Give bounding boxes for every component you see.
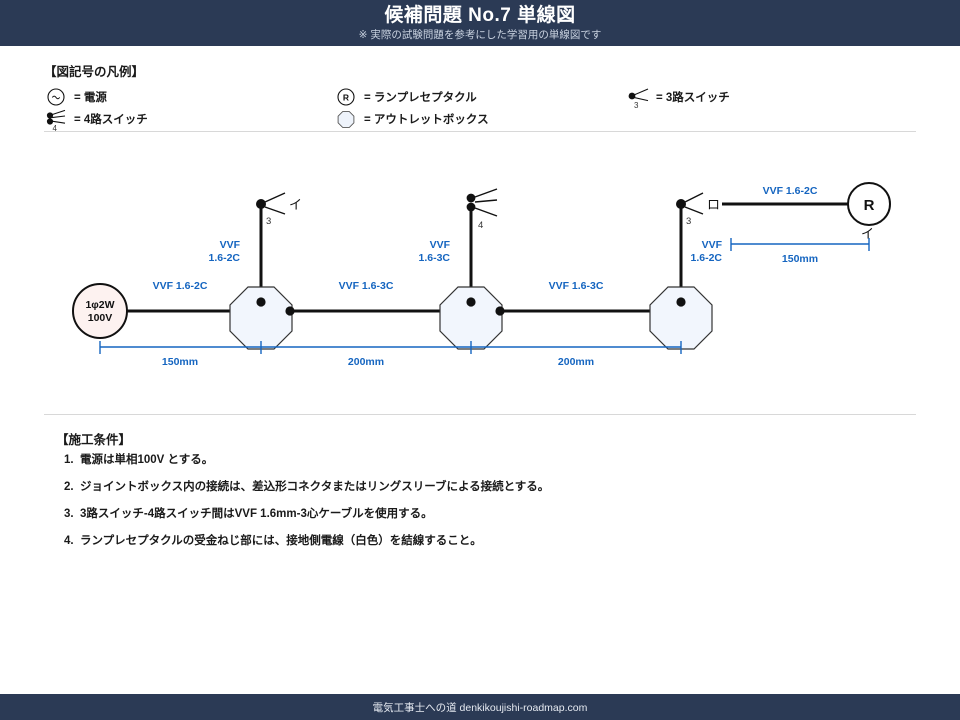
cable-label-jb1-jb2: VVF 1.6-3C xyxy=(339,280,394,292)
switch-3way-right: 3 ロ xyxy=(676,192,720,227)
conditions-list: 1. 電源は単相100V とする。 2. ジョイントボックス内の接続は、差込形コネク… xyxy=(64,453,549,561)
condition-text: 電源は単相100V とする。 xyxy=(80,454,214,466)
legend-label: = 3路スイッチ xyxy=(656,92,730,104)
cable-label-jb2-jb3: VVF 1.6-3C xyxy=(549,280,604,292)
condition-text: ランプレセプタクルの受金ねじ部には、接地側電線（白色）を結線すること。 xyxy=(80,535,482,547)
legend-title: 【図記号の凡例】 xyxy=(44,65,145,79)
junction-box-1 xyxy=(229,286,295,350)
single-line-diagram: 1φ2W 100V 3 xyxy=(0,132,960,410)
condition-item: 1. 電源は単相100V とする。 xyxy=(64,453,549,468)
legend-label: = ランプレセプタクル xyxy=(364,92,477,104)
switch-pole-label: 3 xyxy=(266,216,271,227)
legend-section: 【図記号の凡例】 = 電源 4 xyxy=(0,46,960,133)
node-dot xyxy=(495,306,505,316)
page-footer: 電気工事士への道 denkikoujishi-roadmap.com xyxy=(0,694,960,720)
lamp-receptacle-symbol: R イ xyxy=(847,182,891,241)
dimension-label-seg3: 200mm xyxy=(558,356,594,368)
cable-label-jb2-sw2-line1: VVF xyxy=(430,239,451,251)
dimension-label-branch: 150mm xyxy=(782,253,818,265)
cable-label-jb3-sw3-line2: 1.6-2C xyxy=(690,252,722,264)
svg-text:4: 4 xyxy=(53,124,58,133)
condition-item: 2. ジョイントボックス内の接続は、差込形コネクタまたはリングスリーブによる接続と… xyxy=(64,480,549,495)
conditions-title: 【施工条件】 xyxy=(56,433,132,447)
junction-box-2 xyxy=(439,286,505,350)
condition-text: 3路スイッチ-4路スイッチ間はVVF 1.6mm-3心ケーブルを使用する。 xyxy=(80,508,433,520)
condition-item: 3. 3路スイッチ-4路スイッチ間はVVF 1.6mm-3心ケーブルを使用する。 xyxy=(64,507,549,522)
source-label-line2: 100V xyxy=(88,312,113,324)
cable-label-jb1-sw1-line2: 1.6-2C xyxy=(208,252,240,264)
svg-text:R: R xyxy=(343,93,349,103)
condition-number: 1. xyxy=(64,454,74,466)
switch-4way-mid: 4 xyxy=(466,188,498,231)
legend-label: = 電源 xyxy=(74,92,107,104)
legend-item-four-way-switch: 4 = 4路スイッチ xyxy=(44,108,148,133)
switch-pole-label: 3 xyxy=(686,216,691,227)
cable-label-jb1-sw1-line1: VVF xyxy=(220,239,241,251)
node-dot xyxy=(466,297,476,307)
conditions-divider xyxy=(44,414,916,415)
dimension-label-seg1: 150mm xyxy=(162,356,198,368)
outlet-box-icon xyxy=(334,108,364,130)
switch-mark-label: ロ xyxy=(707,197,720,212)
legend-divider xyxy=(44,131,916,132)
legend-item-three-way-switch: 3 = 3路スイッチ xyxy=(626,86,730,110)
page-header: 候補問題 No.7 単線図 ※ 実際の試験問題を参考にした学習用の単線図です xyxy=(0,0,960,46)
page-title: 候補問題 No.7 単線図 xyxy=(384,4,576,26)
dimension-line-branch: 150mm xyxy=(730,238,870,265)
cable-labels: VVF 1.6-2C VVF 1.6-3C VVF 1.6-3C VVF 1.6… xyxy=(153,185,818,292)
dimension-line-main: 150mm 200mm 200mm xyxy=(99,341,682,368)
svg-text:3: 3 xyxy=(634,101,639,110)
dimension-label-seg2: 200mm xyxy=(348,356,384,368)
switch-pole-label: 4 xyxy=(478,220,483,231)
cable-label-jb3-sw3-line1: VVF xyxy=(702,239,723,251)
footer-text: 電気工事士への道 denkikoujishi-roadmap.com xyxy=(372,701,588,714)
branch-wires xyxy=(259,202,848,302)
legend-item-power-source: = 電源 xyxy=(44,86,107,108)
power-source-icon xyxy=(44,86,74,108)
cable-label-jb2-sw2-line2: 1.6-3C xyxy=(418,252,450,264)
node-dot xyxy=(285,306,295,316)
legend-item-outlet-box: = アウトレットボックス xyxy=(334,108,489,130)
condition-item: 4. ランプレセプタクルの受金ねじ部には、接地側電線（白色）を結線すること。 xyxy=(64,534,549,549)
legend-label: = 4路スイッチ xyxy=(74,114,148,126)
lamp-receptacle-icon: R xyxy=(334,86,364,108)
cable-label-sw3-receptacle: VVF 1.6-2C xyxy=(763,185,818,197)
condition-number: 3. xyxy=(64,508,74,520)
node-dot xyxy=(676,297,686,307)
switch-mark-label: イ xyxy=(289,197,302,212)
condition-text: ジョイントボックス内の接続は、差込形コネクタまたはリングスリーブによる接続とする… xyxy=(80,481,550,493)
junction-box-3 xyxy=(649,286,713,350)
receptacle-label: R xyxy=(864,197,875,214)
condition-number: 2. xyxy=(64,481,74,493)
three-way-switch-icon: 3 xyxy=(626,86,656,110)
legend-label: = アウトレットボックス xyxy=(364,114,489,126)
four-way-switch-icon: 4 xyxy=(44,108,74,133)
legend-item-lamp-receptacle: R = ランプレセプタクル xyxy=(334,86,477,108)
source-label-line1: 1φ2W xyxy=(85,299,114,311)
cable-label-source-jb1: VVF 1.6-2C xyxy=(153,280,208,292)
condition-number: 4. xyxy=(64,535,74,547)
node-dot xyxy=(256,297,266,307)
page-subtitle: ※ 実際の試験問題を参考にした学習用の単線図です xyxy=(358,28,602,41)
switch-3way-left: 3 イ xyxy=(256,192,302,227)
power-source-symbol: 1φ2W 100V xyxy=(72,283,128,339)
receptacle-mark-label: イ xyxy=(861,226,874,241)
